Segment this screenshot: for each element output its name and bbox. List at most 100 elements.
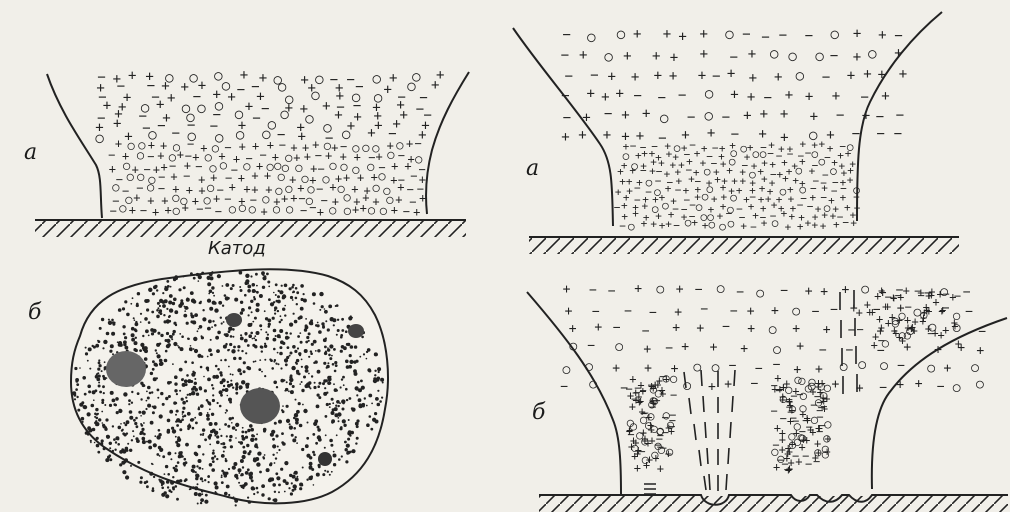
particle-dot (255, 360, 257, 362)
particle-dot (178, 304, 182, 308)
particle-dot (95, 420, 97, 422)
particle-dot (146, 308, 149, 311)
particle-dot (184, 458, 187, 461)
particle-dot (85, 352, 88, 355)
particle-dot (356, 394, 358, 396)
particle-dot (228, 366, 230, 368)
particle-dot (280, 315, 282, 317)
particle-dot (245, 333, 247, 335)
left-cluster-marker: + (648, 434, 655, 448)
particle-dot (275, 363, 277, 365)
dense-charge-marker: + (740, 219, 747, 232)
particle-dot (220, 435, 222, 437)
particle-dot (239, 372, 242, 375)
particle-dot (292, 475, 296, 479)
particle-dot (263, 457, 265, 459)
particle-dot (185, 383, 188, 386)
charge-marker: − (836, 108, 844, 124)
particle-dot (297, 347, 299, 349)
particle-dot (176, 424, 179, 427)
particle-dot (131, 338, 135, 342)
particle-dot (198, 408, 201, 411)
particle-dot (329, 403, 331, 405)
particle-dot (184, 462, 186, 464)
particle-dot (174, 389, 177, 392)
dense-charge-marker: ○ (772, 217, 779, 230)
upper-right-cluster-marker: ○ (920, 308, 927, 322)
particle-dot (124, 336, 127, 339)
particle-dot (235, 386, 238, 389)
particle-dot (326, 367, 328, 369)
particle-dot (335, 364, 338, 367)
dense-charge-marker: ○ (172, 191, 179, 205)
particle-dot (240, 289, 243, 292)
particle-dot (241, 380, 245, 384)
particle-dot (308, 340, 310, 342)
particle-dot (188, 338, 190, 340)
top-left-charge-markers: −+++○○○++○+○−−○+○++−−+++○−−○++−+○+−+−+−+… (95, 68, 444, 219)
particle-dot (290, 390, 294, 394)
particle-dot (374, 370, 376, 372)
particle-dot (100, 442, 103, 445)
charge-marker: ○ (769, 323, 777, 338)
particle-dot (288, 419, 290, 421)
charge-marker: − (604, 106, 612, 122)
charge-marker: ○ (725, 26, 734, 42)
particle-dot (159, 455, 161, 457)
dense-charge-marker: − (315, 149, 322, 163)
charge-marker: + (621, 108, 629, 124)
charge-marker: + (113, 116, 121, 132)
particle-dot (274, 462, 276, 464)
particle-dot (296, 442, 298, 444)
particle-dot (194, 349, 198, 353)
dense-charge-marker: − (215, 204, 222, 218)
particle-dot (206, 417, 210, 421)
particle-dot (220, 443, 222, 445)
particle-dot (272, 317, 275, 320)
particle-dot (333, 454, 337, 458)
particle-dot (288, 390, 290, 392)
particle-dot (226, 485, 230, 489)
particle-dot (131, 402, 133, 404)
particle-dot (181, 398, 184, 401)
left-cluster-marker: + (659, 387, 666, 401)
charge-marker: ○ (615, 340, 623, 355)
particle-dot (300, 307, 304, 311)
upper-right-cluster-marker: + (951, 319, 958, 333)
charge-marker: − (894, 126, 902, 142)
particle-dot (309, 462, 313, 466)
particle-dot (145, 329, 149, 333)
charge-marker: + (603, 128, 611, 144)
particle-dot (311, 343, 314, 346)
particle-dot (102, 385, 105, 388)
particle-dot (194, 486, 198, 490)
charge-marker: + (633, 27, 641, 43)
charge-marker: + (708, 380, 716, 395)
particle-dot (256, 462, 260, 466)
particle-dot (321, 305, 324, 308)
particle-dot (252, 344, 255, 347)
dense-charge-marker: ○ (380, 203, 387, 217)
particle-dot (88, 390, 91, 393)
dense-charge-marker: + (665, 182, 672, 195)
particle-dot (351, 407, 354, 410)
particle-dot (207, 369, 209, 371)
particle-dot (333, 451, 335, 453)
charge-marker: ○ (315, 71, 324, 87)
particle-dot (124, 458, 128, 462)
charge-marker: − (613, 320, 621, 335)
particle-dot (211, 413, 214, 416)
dense-charge-marker: ○ (112, 180, 119, 194)
particle-dot (202, 468, 204, 470)
particle-dot (84, 393, 87, 396)
particle-dot (173, 467, 176, 470)
particle-dot (239, 271, 243, 275)
particle-dot (223, 451, 225, 453)
left-cluster-marker: ○ (670, 372, 677, 386)
particle-dot (312, 451, 315, 454)
particle-dot (167, 381, 171, 385)
charge-marker: + (565, 304, 573, 319)
particle-dot (265, 317, 268, 320)
particle-dot (222, 389, 225, 392)
